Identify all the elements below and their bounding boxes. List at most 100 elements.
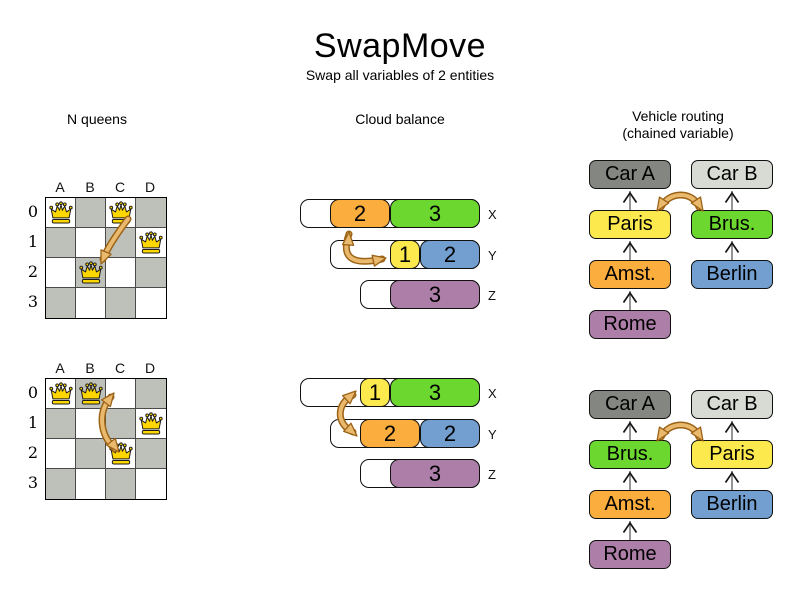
queen-crown <box>139 412 163 435</box>
header-vehicle-routing-line2: (chained variable) <box>622 124 734 141</box>
cloud-process-block: 2 <box>360 419 420 448</box>
swap-arrowhead-icon <box>690 426 704 442</box>
swap-arrow-icon <box>659 423 701 439</box>
board-cell <box>76 409 106 439</box>
queen-crown <box>79 382 103 405</box>
swap-arrow-icon <box>657 421 703 441</box>
board-cell <box>106 379 136 409</box>
board-cell <box>106 288 136 318</box>
header-vehicle-routing: Vehicle routing (chained variable) <box>598 108 758 141</box>
cloud-process-block: 3 <box>390 199 480 228</box>
queen-crown <box>79 261 103 284</box>
queen-icon <box>48 381 74 407</box>
chain-arrowhead-icon <box>622 471 638 483</box>
queen-icon <box>48 200 74 226</box>
cloud-process-block: 1 <box>360 378 390 407</box>
queen-crown <box>109 442 133 465</box>
cloud-row-label: X <box>488 207 497 222</box>
swap-arrowhead-icon <box>656 196 670 212</box>
nqueens-board-after <box>45 378 167 500</box>
queen-icon <box>78 381 104 407</box>
vehicle-box-amst: Amst. <box>589 490 671 519</box>
board-row-label: 3 <box>27 292 38 311</box>
board-row-label: 0 <box>27 383 38 402</box>
board-cell <box>46 409 76 439</box>
chain-arrowhead-icon <box>622 191 638 203</box>
board-cell <box>46 228 76 258</box>
swap-arrowhead-icon <box>690 196 704 212</box>
vehicle-box-paris: Paris <box>691 440 773 469</box>
chain-arrowhead-icon <box>724 471 740 483</box>
board-cell <box>136 469 166 499</box>
cloud-row-label: Z <box>488 467 496 482</box>
board-cell <box>46 439 76 469</box>
board-cell <box>46 288 76 318</box>
chain-arrowhead-icon <box>622 421 638 433</box>
vehicle-box-carb: Car B <box>691 160 773 189</box>
board-cell <box>46 258 76 288</box>
swap-arrow-icon <box>657 191 703 211</box>
queen-icon <box>108 441 134 467</box>
queen-crown <box>49 382 73 405</box>
vehicle-box-amst: Amst. <box>589 260 671 289</box>
queen-crown <box>139 231 163 254</box>
board-col-label: A <box>55 179 65 195</box>
board-cell <box>76 469 106 499</box>
board-row-label: 1 <box>27 232 38 251</box>
chain-arrowhead-icon <box>622 521 638 533</box>
header-nqueens: N queens <box>67 111 127 127</box>
cloud-process-block: 2 <box>330 199 390 228</box>
board-cell <box>136 198 166 228</box>
board-cell <box>136 258 166 288</box>
queen-icon <box>108 200 134 226</box>
chain-arrowhead-icon <box>622 291 638 303</box>
vehicle-box-rome: Rome <box>589 310 671 339</box>
vehicle-box-carb: Car B <box>691 390 773 419</box>
cloud-row-label: Y <box>488 248 497 263</box>
nqueens-board-before <box>45 197 167 319</box>
board-row-label: 2 <box>27 443 38 462</box>
swap-arrowhead-icon <box>656 426 670 442</box>
board-col-label: B <box>85 179 95 195</box>
board-col-label: D <box>144 179 156 195</box>
board-cell <box>136 379 166 409</box>
queen-icon <box>138 230 164 256</box>
board-cell <box>46 469 76 499</box>
vehicle-box-cara: Car A <box>589 390 671 419</box>
board-cell <box>76 288 106 318</box>
cloud-process-block: 2 <box>420 419 480 448</box>
board-col-label: C <box>114 179 126 195</box>
board-cell <box>106 409 136 439</box>
board-cell <box>76 198 106 228</box>
board-cell <box>136 439 166 469</box>
queen-icon <box>138 411 164 437</box>
vehicle-box-rome: Rome <box>589 540 671 569</box>
board-cell <box>106 469 136 499</box>
cloud-process-block: 3 <box>390 280 480 309</box>
vehicle-box-brus: Brus. <box>691 210 773 239</box>
board-row-label: 3 <box>27 473 38 492</box>
vehicle-box-paris: Paris <box>589 210 671 239</box>
cloud-process-block: 3 <box>390 378 480 407</box>
cloud-process-block: 3 <box>390 459 480 488</box>
page-title: SwapMove <box>313 27 487 65</box>
board-cell <box>106 228 136 258</box>
cloud-row-label: Y <box>488 427 497 442</box>
vehicle-box-cara: Car A <box>589 160 671 189</box>
page-subtitle: Swap all variables of 2 entities <box>305 67 495 83</box>
board-col-label: B <box>85 360 95 376</box>
chain-arrowhead-icon <box>724 421 740 433</box>
cloud-row-label: Z <box>488 288 496 303</box>
board-col-label: C <box>114 360 126 376</box>
chain-arrowhead-icon <box>724 191 740 203</box>
vehicle-box-berlin: Berlin <box>691 490 773 519</box>
board-cell <box>106 258 136 288</box>
header-vehicle-routing-line1: Vehicle routing <box>632 108 724 124</box>
board-row-label: 2 <box>27 262 38 281</box>
board-col-label: A <box>55 360 65 376</box>
queen-crown <box>109 201 133 224</box>
vehicle-box-brus: Brus. <box>589 440 671 469</box>
cloud-row-label: X <box>488 386 497 401</box>
board-cell <box>76 228 106 258</box>
